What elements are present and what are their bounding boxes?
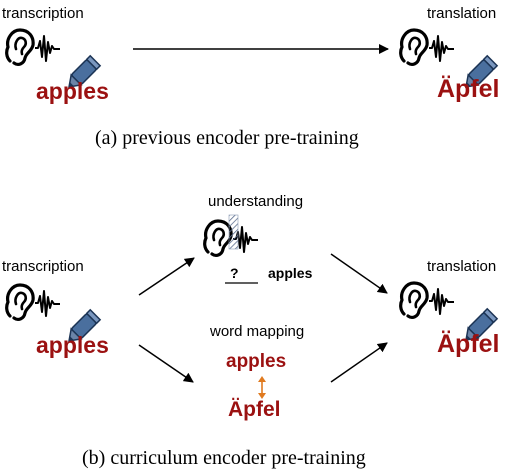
arrow-to-understanding xyxy=(138,257,195,296)
panel-a-right-label: translation xyxy=(427,5,497,22)
word-mapping-label: word mapping xyxy=(210,323,305,340)
panel-a-caption: (a) previous encoder pre-training xyxy=(95,127,359,149)
arrow-understanding-to-translation xyxy=(330,253,388,294)
arrow-mapping-to-translation xyxy=(330,342,388,383)
question-mark: ? xyxy=(230,265,239,281)
understanding-label: understanding xyxy=(208,193,304,210)
panel-b-left-label: transcription xyxy=(2,258,84,275)
mapping-target-word: Äpfel xyxy=(228,398,281,421)
panel-b-caption: (b) curriculum encoder pre-training xyxy=(82,447,366,469)
panel-b-right-word: Äpfel xyxy=(437,330,500,358)
arrow-to-word-mapping xyxy=(138,344,194,383)
panel-b-right-label: translation xyxy=(427,258,497,275)
panel-a-right-word: Äpfel xyxy=(437,75,500,103)
mapping-source-word: apples xyxy=(226,351,287,372)
panel-b-left-word: apples xyxy=(36,332,109,358)
panel-a-left-label: transcription xyxy=(2,5,84,22)
panel-a-left-word: apples xyxy=(36,78,109,104)
understanding-word: apples xyxy=(268,265,313,281)
mask-block-icon xyxy=(228,214,239,250)
